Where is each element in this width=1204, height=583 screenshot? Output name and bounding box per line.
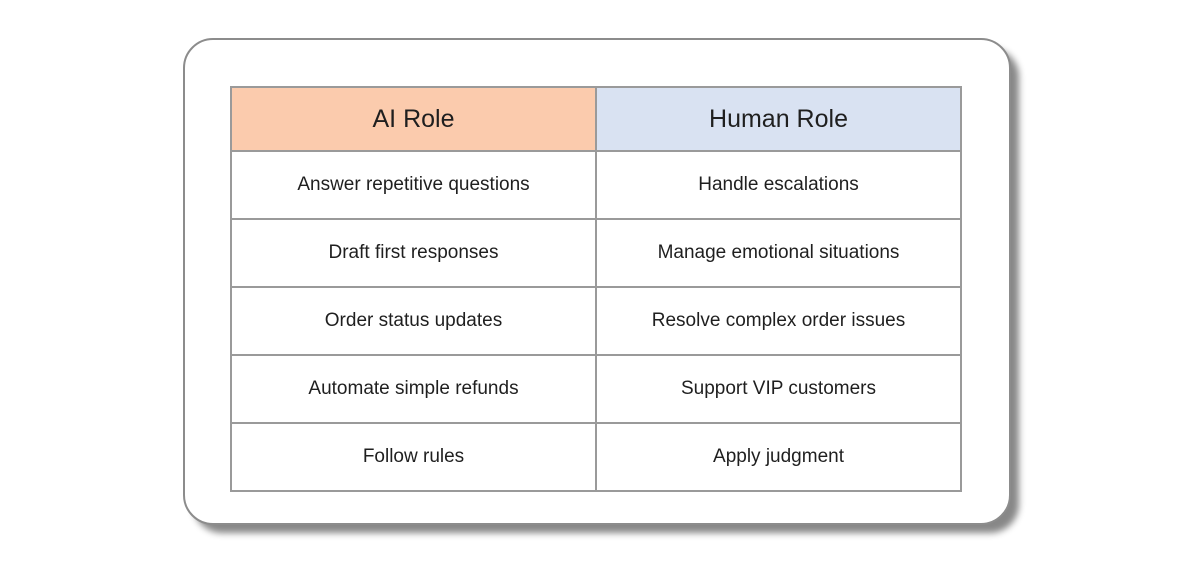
table-cell-ai: Automate simple refunds — [230, 354, 597, 424]
card: AI Role Human Role Answer repetitive que… — [183, 38, 1011, 525]
table-cell-human: Apply judgment — [595, 422, 962, 492]
table-row: Answer repetitive questions Handle escal… — [230, 150, 962, 220]
table-row: Draft first responses Manage emotional s… — [230, 218, 962, 288]
table-cell-ai: Answer repetitive questions — [230, 150, 597, 220]
table-header-human-role: Human Role — [595, 86, 962, 152]
table-header-row: AI Role Human Role — [230, 86, 962, 152]
table-row: Automate simple refunds Support VIP cust… — [230, 354, 962, 424]
table-cell-ai: Order status updates — [230, 286, 597, 356]
comparison-table: AI Role Human Role Answer repetitive que… — [230, 86, 962, 492]
table-cell-human: Handle escalations — [595, 150, 962, 220]
table-header-ai-role: AI Role — [230, 86, 597, 152]
table-cell-ai: Draft first responses — [230, 218, 597, 288]
table-row: Order status updates Resolve complex ord… — [230, 286, 962, 356]
table-cell-human: Support VIP customers — [595, 354, 962, 424]
table-cell-ai: Follow rules — [230, 422, 597, 492]
table-row: Follow rules Apply judgment — [230, 422, 962, 492]
table-cell-human: Manage emotional situations — [595, 218, 962, 288]
table-cell-human: Resolve complex order issues — [595, 286, 962, 356]
